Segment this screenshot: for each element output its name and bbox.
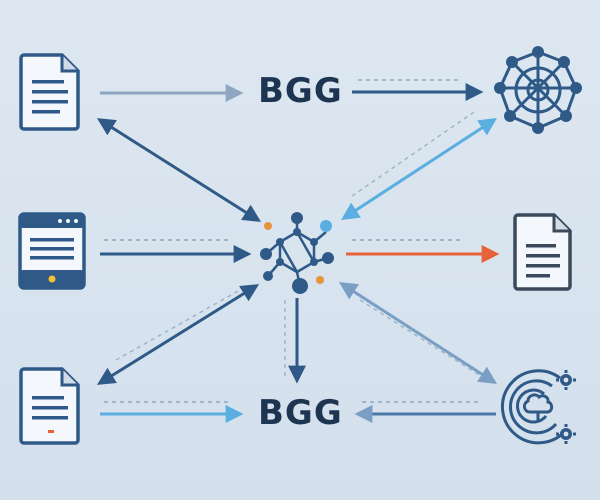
- dashed-line-network-hub: [351, 111, 475, 197]
- node-label-top: BGG: [258, 71, 343, 111]
- document-icon: [19, 367, 80, 445]
- arrow-hub-doc-bottom-left: [96, 284, 260, 385]
- document-icon: [19, 53, 80, 131]
- dashed-line-hub-doc-bottom-left: [115, 289, 241, 361]
- document-icon: [513, 213, 572, 291]
- arrow-hub-gear: [338, 282, 498, 384]
- node-label-bottom: BGG: [258, 393, 343, 433]
- network-wheel-icon: [494, 46, 582, 134]
- arrow-network-hub: [340, 118, 498, 220]
- arrow-doc-top-left-hub: [96, 118, 262, 222]
- dashed-line-hub-gear: [359, 299, 485, 379]
- cloud-gear-icon: [500, 369, 576, 445]
- network-hub-icon: [260, 212, 334, 294]
- browser-window-icon: [18, 212, 86, 290]
